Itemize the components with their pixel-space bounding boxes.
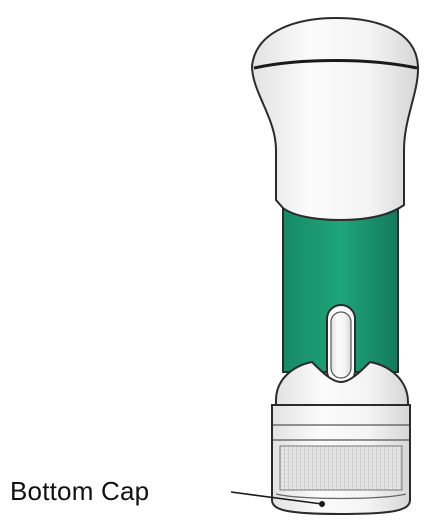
callout-leader-line (230, 491, 323, 505)
slider-knob (330, 311, 352, 379)
top-cap (250, 16, 420, 222)
callout-dot (319, 501, 325, 507)
bottom-cap-rim (275, 493, 407, 500)
bottom-cap-label: Bottom Cap (10, 476, 150, 506)
top-cap-seam (253, 59, 418, 70)
bottom-cap-grille (279, 445, 403, 491)
